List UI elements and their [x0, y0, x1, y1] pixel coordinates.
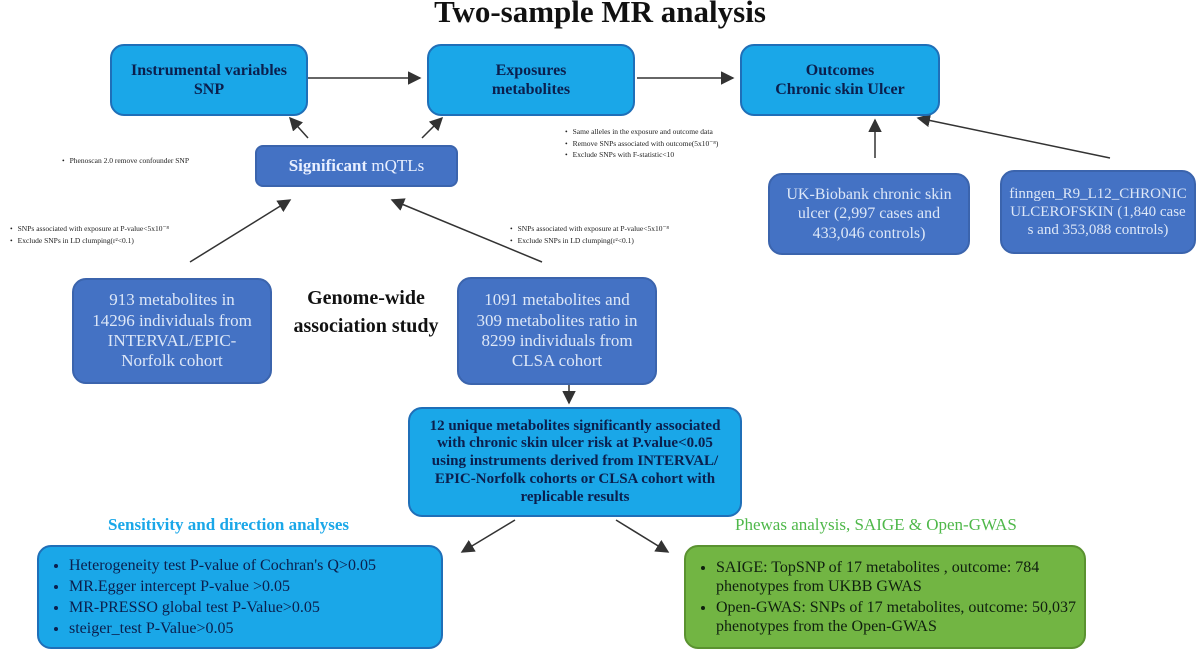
clsa-cohort-box: 1091 metabolites and 309 metabolites rat…: [457, 277, 657, 385]
finngen-text: finngen_R9_L12_CHRONICULCEROFSKIN (1,840…: [1009, 186, 1187, 238]
right-note-item: Exclude SNPs in LD clumping(r²<0.1): [510, 235, 669, 247]
significant-mqtls-box: Significant mQTLs: [255, 145, 458, 187]
harmonize-note-item: Remove SNPs associated with outcome(5x10…: [565, 138, 719, 150]
interval-text: 913 metabolites in 14296 individuals fro…: [92, 290, 252, 371]
sensitivity-item: steiger_test P-Value>0.05: [69, 619, 376, 638]
gwas-label: Genome-wide association study: [293, 287, 439, 337]
arrow-clsa-to-mqtls: [390, 198, 543, 263]
instrumental-line1: Instrumental variables: [131, 61, 287, 79]
exposures-box: Exposures metabolites: [427, 44, 635, 116]
harmonize-note-item: Same alleles in the exposure and outcome…: [565, 126, 718, 138]
mqtls-rest: mQTLs: [367, 155, 425, 175]
phewas-item: Open-GWAS: SNPs of 17 metabolites, outco…: [716, 598, 1076, 636]
diagram-title: Two-sample MR analysis: [434, 0, 766, 29]
interval-cohort-box: 913 metabolites in 14296 individuals fro…: [72, 278, 272, 384]
exposures-line2: metabolites: [491, 81, 571, 98]
mqtls-bold: Significant: [288, 155, 368, 175]
ukbiobank-text: UK-Biobank chronic skin ulcer (2,997 cas…: [786, 186, 952, 242]
ukbiobank-box: UK-Biobank chronic skin ulcer (2,997 cas…: [768, 173, 970, 255]
arrow-mqtls-to-iv: [288, 116, 309, 139]
unique-text: 12 unique metabolites significantly asso…: [429, 417, 721, 505]
finngen-box: finngen_R9_L12_CHRONICULCEROFSKIN (1,840…: [1000, 170, 1196, 254]
left-note-item: SNPs associated with exposure at P-value…: [10, 223, 169, 235]
outcomes-line1: Outcomes: [805, 61, 875, 79]
outcomes-line2: Chronic skin Ulcer: [775, 81, 905, 98]
left-clumping-notes: SNPs associated with exposure at P-value…: [10, 223, 169, 246]
unique-metabolites-box: 12 unique metabolites significantly asso…: [408, 407, 742, 517]
arrow-unique-to-sensitivity: [460, 519, 516, 553]
phenoscan-note: Phenoscan 2.0 remove confounder SNP: [62, 155, 189, 167]
arrow-unique-to-phewas: [615, 519, 670, 553]
clsa-text: 1091 metabolites and 309 metabolites rat…: [476, 290, 638, 371]
exposures-line1: Exposures: [495, 61, 567, 79]
right-clumping-notes: SNPs associated with exposure at P-value…: [510, 223, 669, 246]
sensitivity-box: Heterogeneity test P-value of Cochran's …: [37, 545, 443, 649]
instrumental-line2: SNP: [193, 81, 225, 98]
harmonize-notes: Same alleles in the exposure and outcome…: [565, 126, 719, 161]
left-note-item: Exclude SNPs in LD clumping(r²<0.1): [10, 235, 169, 247]
sensitivity-item: MR-PRESSO global test P-Value>0.05: [69, 598, 376, 617]
phewas-item: SAIGE: TopSNP of 17 metabolites , outcom…: [716, 558, 1076, 596]
phewas-heading: Phewas analysis, SAIGE & Open-GWAS: [735, 515, 1017, 534]
sensitivity-item: MR.Egger intercept P-value >0.05: [69, 577, 376, 596]
arrow-finngen-to-outcomes: [916, 113, 1111, 159]
right-note-item: SNPs associated with exposure at P-value…: [510, 223, 669, 235]
arrow-mqtls-to-exposures: [421, 116, 444, 139]
phenoscan-note-item: Phenoscan 2.0 remove confounder SNP: [62, 155, 189, 167]
sensitivity-item: Heterogeneity test P-value of Cochran's …: [69, 556, 376, 575]
sensitivity-heading: Sensitivity and direction analyses: [108, 515, 350, 534]
harmonize-note-item: Exclude SNPs with F-statistic<10: [565, 149, 718, 161]
phewas-box: SAIGE: TopSNP of 17 metabolites , outcom…: [684, 545, 1086, 649]
arrow-interval-to-mqtls: [189, 199, 292, 263]
